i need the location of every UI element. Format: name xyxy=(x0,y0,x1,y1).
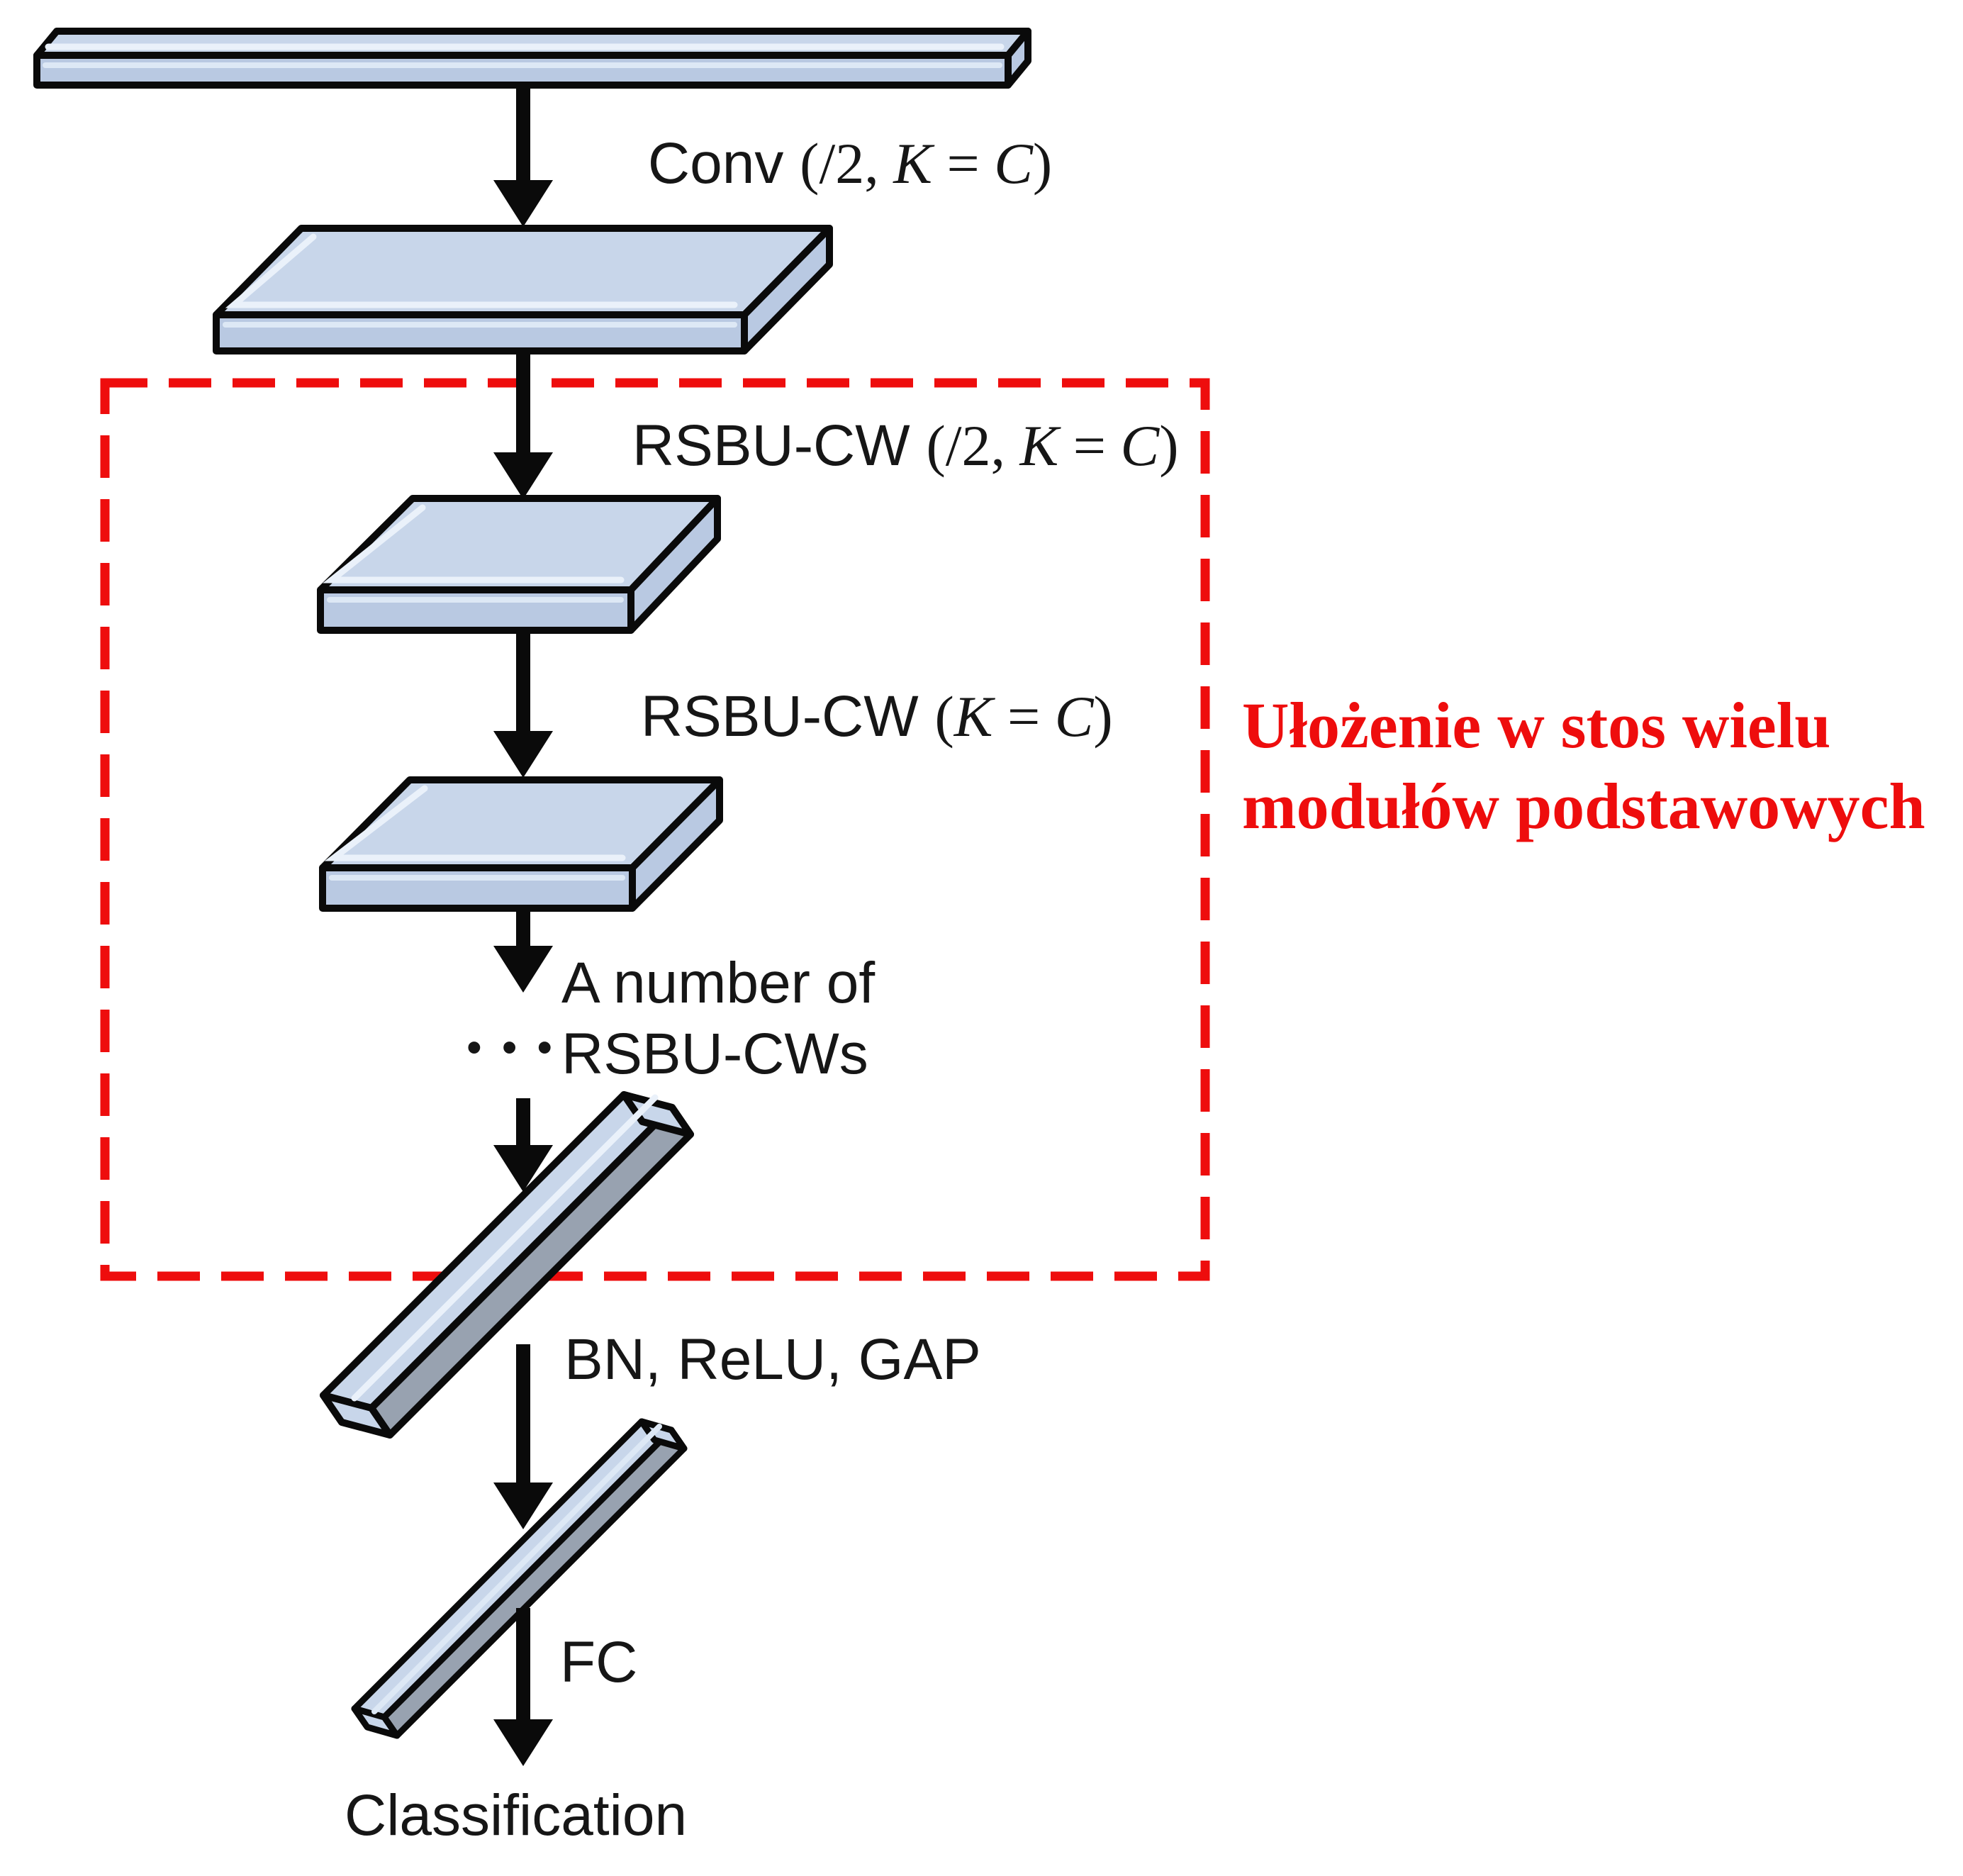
slab1-highlight xyxy=(225,233,738,308)
arrow-head xyxy=(493,1483,553,1529)
conv-label-eq: = xyxy=(932,131,994,196)
arrow-head xyxy=(493,946,553,993)
rsbu-cw-arrow xyxy=(493,629,553,778)
rsbu-cw-half-arrow xyxy=(493,351,553,499)
rsbu-half-c: C xyxy=(1121,413,1161,478)
bn-relu-gap-arrow xyxy=(493,1344,553,1529)
rsbu-half-word: RSBU-CW xyxy=(632,413,927,478)
rsbu-cw-label: RSBU-CW (K = C) xyxy=(560,684,1161,749)
classification-label: Classification xyxy=(345,1783,687,1848)
arrow-head xyxy=(493,180,553,227)
input-bar-top-face xyxy=(33,28,1031,59)
annotation-line-1: Ułożenie w stos wielu xyxy=(1242,689,1830,761)
annotation-line-2: modułów podstawowych xyxy=(1242,770,1925,842)
arrow-head xyxy=(493,452,553,499)
bar1-near-end-face xyxy=(320,1392,393,1439)
rsbu-same-c: C xyxy=(1055,684,1095,749)
ellipsis-dots: ••• xyxy=(466,1023,572,1072)
feature-map-slab-2 xyxy=(317,495,721,634)
stack-note-line1: A number of xyxy=(561,951,875,1015)
rsbu-half-open: (/2, xyxy=(926,413,1019,478)
rsbu-same-eq: = xyxy=(992,684,1054,749)
input-bar-front-face xyxy=(33,52,1012,89)
arrow-head xyxy=(493,1719,553,1766)
conv-label-k: K xyxy=(893,131,935,196)
rsbu-half-k: K xyxy=(1019,413,1062,478)
slab1-front-face xyxy=(213,311,748,354)
stacked-modules-dashed-box xyxy=(100,378,1210,1281)
slab3-front-face xyxy=(319,864,636,912)
slab3-highlight xyxy=(324,785,626,861)
rsbu-same-open: ( xyxy=(934,684,953,749)
arrow-head xyxy=(493,731,553,778)
bar1-highlight xyxy=(351,1094,659,1402)
bn-relu-gap-label: BN, ReLU, GAP xyxy=(564,1327,981,1392)
stacked-rsbu-arrow xyxy=(493,907,553,993)
fc-arrow xyxy=(493,1608,553,1766)
slab2-highlight xyxy=(323,504,625,584)
conv-label-open: (/2, xyxy=(800,131,893,196)
conv-label-c: C xyxy=(994,131,1034,196)
to-vector-arrow xyxy=(493,1098,553,1192)
rsbu-half-close: ) xyxy=(1159,413,1178,478)
conv-arrow xyxy=(493,84,553,227)
arrow-head xyxy=(493,1145,553,1192)
rsbu-same-word: RSBU-CW xyxy=(641,684,935,749)
bar2-highlight xyxy=(371,1424,662,1714)
conv-label-close: ) xyxy=(1033,131,1052,196)
conv-label-word: Conv xyxy=(648,131,800,196)
bar2-side-face xyxy=(381,1426,688,1739)
feature-vector-bar-2 xyxy=(351,1418,688,1739)
slab2-front-face xyxy=(317,586,634,634)
rsbu-cw-half-label: RSBU-CW (/2, K = C) xyxy=(552,413,1227,478)
feature-map-slab-3 xyxy=(319,776,723,912)
input-signal-bar xyxy=(33,28,1031,89)
feature-vector-bar-1 xyxy=(320,1091,694,1439)
stack-note-line2: RSBU-CWs xyxy=(561,1022,868,1086)
fc-label: FC xyxy=(560,1630,637,1694)
rsbu-half-eq: = xyxy=(1058,413,1120,478)
rsbu-same-close: ) xyxy=(1093,684,1112,749)
feature-map-slab-1 xyxy=(213,225,833,354)
rsbu-same-k: K xyxy=(953,684,996,749)
conv-label: Conv (/2, K = C) xyxy=(567,131,1101,196)
